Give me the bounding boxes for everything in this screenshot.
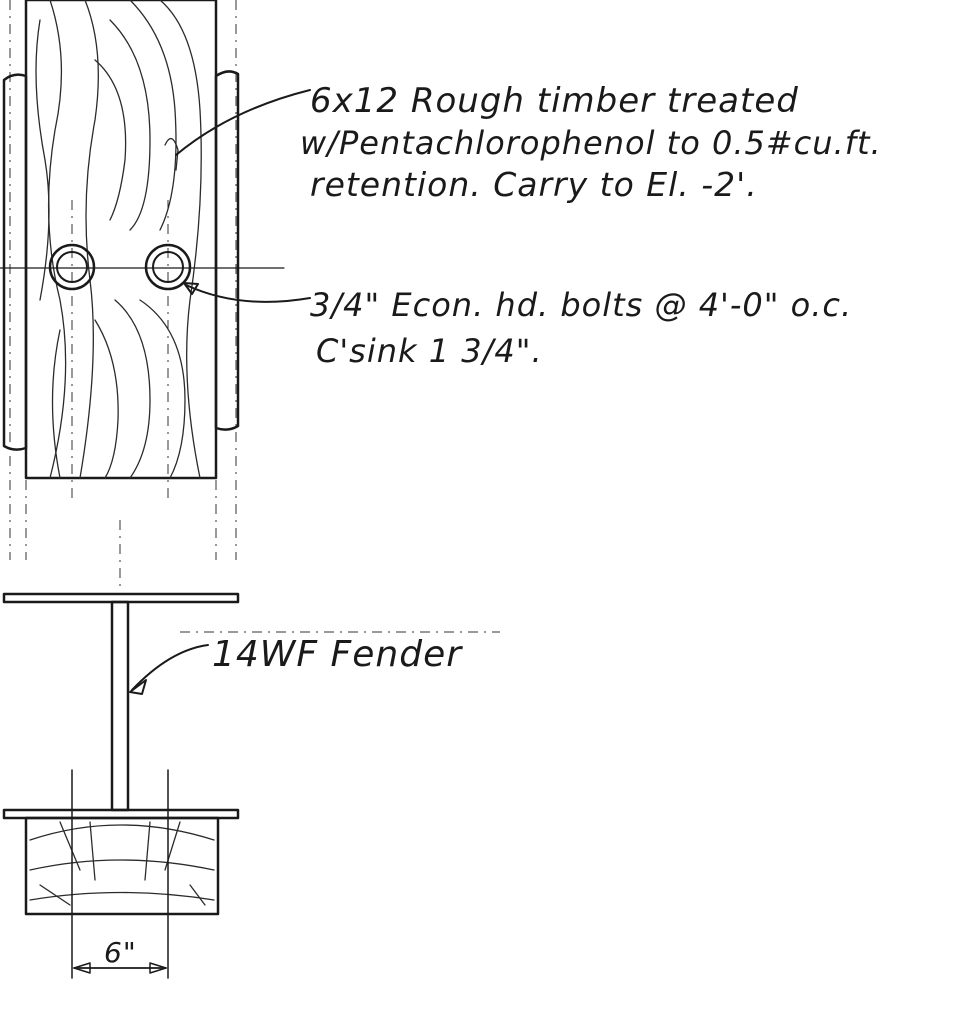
side-plank-right	[214, 70, 240, 431]
bolt-right	[144, 243, 192, 291]
timber-note-line3: retention. Carry to El. -2'.	[310, 165, 758, 204]
timber-note-line1: 6x12 Rough timber treated	[310, 81, 799, 121]
side-plank-left	[2, 73, 28, 451]
timber-note-line2: w/Pentachlorophenol to 0.5#cu.ft.	[300, 124, 882, 162]
dimension-label: 6"	[104, 936, 137, 969]
fender-label: 14WF Fender	[212, 634, 463, 675]
timber-6x12	[24, 0, 218, 480]
fender-leader	[131, 644, 209, 691]
fender-leader-arrow	[129, 679, 147, 695]
bolt-left	[48, 243, 96, 291]
bolt-note-line1: 3/4" Econ. hd. bolts @ 4'-0" o.c.	[310, 286, 852, 324]
bolt-leader	[185, 284, 311, 303]
bolt-note-line2: C'sink 1 3/4".	[316, 332, 543, 370]
timber-leader	[175, 89, 311, 156]
dimension-6in	[71, 769, 169, 979]
bolt-leader-arrow	[183, 282, 199, 295]
timber-block	[24, 816, 220, 916]
steel-beam-14wf	[2, 592, 240, 820]
